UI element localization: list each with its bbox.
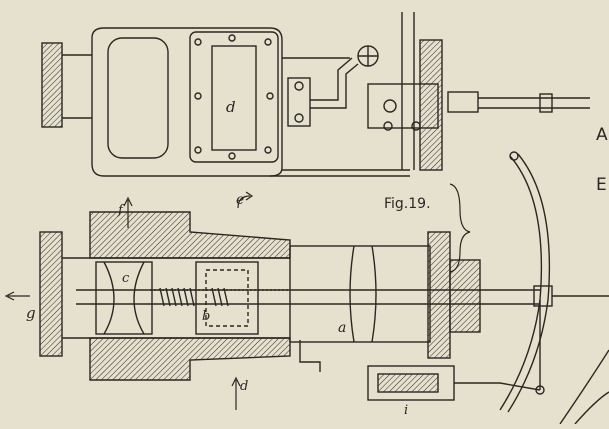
- screw-thread: [159, 287, 229, 307]
- edge-letter-e: E: [596, 175, 607, 195]
- section-view: [39, 151, 609, 425]
- label-g: g: [26, 304, 36, 322]
- label-d-top: d: [226, 98, 236, 116]
- section-left-flange: [39, 231, 63, 357]
- top-port-window: [211, 45, 257, 151]
- label-f: f: [117, 203, 125, 218]
- label-d-bottom: d: [240, 379, 248, 394]
- figure-caption: Fig.19.: [384, 196, 431, 212]
- label-c: c: [122, 271, 130, 286]
- section-right-flange: [427, 231, 451, 359]
- lower-casing: [89, 337, 291, 381]
- elbow-pipe: [310, 57, 353, 101]
- brace: [449, 183, 471, 273]
- cylinder-a: [289, 245, 431, 343]
- rod-gland: [447, 91, 479, 113]
- top-chamber-left: [107, 37, 169, 159]
- upper-casing: [89, 211, 291, 259]
- valve-flange: [419, 39, 443, 171]
- label-a: a: [338, 320, 346, 336]
- top-left-flange: [41, 42, 63, 128]
- label-b: b: [202, 309, 210, 324]
- top-housing: [91, 27, 283, 177]
- plate-bolts: [194, 34, 274, 160]
- lever-arm: [499, 155, 543, 411]
- rod-nut: [539, 93, 553, 113]
- flow-arrows: [4, 191, 254, 410]
- drain-pipe: [299, 340, 321, 372]
- piston: [349, 245, 377, 343]
- chamber-c: [95, 261, 153, 335]
- fitting-box: [287, 77, 311, 127]
- edge-curve: [559, 349, 609, 425]
- top-port-plate: [189, 31, 279, 163]
- edge-letter-a: A: [596, 125, 608, 145]
- label-e: e: [236, 192, 244, 208]
- dashed-slide: [205, 269, 249, 327]
- label-i: i: [404, 403, 408, 418]
- top-view: [41, 12, 590, 177]
